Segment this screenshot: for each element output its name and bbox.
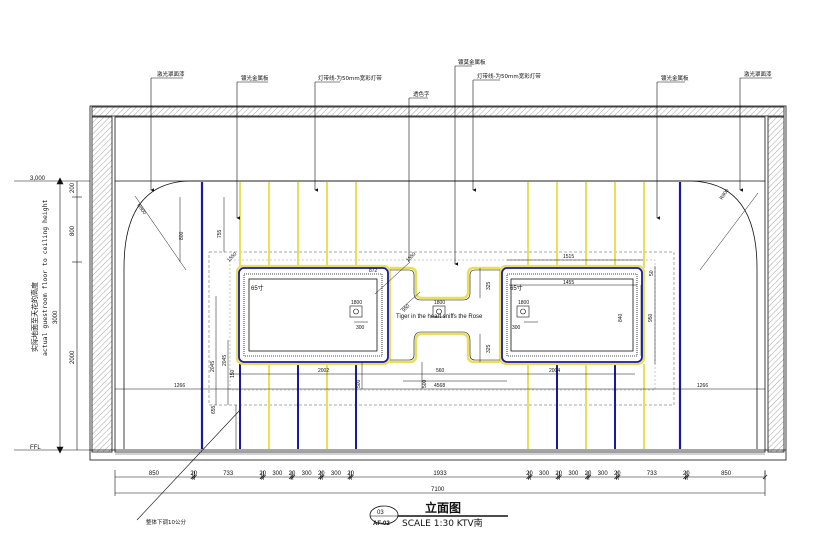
dim-r800-right: R800 bbox=[719, 188, 731, 201]
dim-1550-center: 1550 bbox=[405, 251, 417, 263]
bottom-dim-label: 20 bbox=[259, 471, 266, 477]
bottom-dim-label: 20 bbox=[318, 471, 325, 477]
bottom-dim-label: 733 bbox=[223, 471, 234, 477]
bottom-dim-label: 20 bbox=[190, 471, 197, 477]
tv-size-right: 65寸 bbox=[510, 284, 523, 292]
dim-300-right: 300 bbox=[512, 325, 521, 331]
dim-655: 655 bbox=[211, 405, 217, 414]
left-dimension-chain bbox=[14, 177, 90, 454]
callout-metal-panel-right: 镀光金属板 bbox=[661, 74, 689, 82]
dim-2004: 2004 bbox=[549, 368, 560, 374]
dim-1455: 1455 bbox=[563, 280, 574, 286]
wall-frame bbox=[89, 105, 787, 461]
bottom-dim-label: 1933 bbox=[433, 471, 447, 477]
dim-2002: 2002 bbox=[318, 368, 329, 374]
side-label-chinese: 实际地面至天花的高度 bbox=[30, 282, 39, 352]
side-label-english: actual guestroom floor to ceiling height bbox=[41, 199, 49, 356]
title-sheet: AF-02 bbox=[373, 521, 390, 527]
tv-left bbox=[235, 264, 392, 366]
inner-dim-lines bbox=[115, 192, 765, 450]
title-main: 立面图 bbox=[425, 500, 461, 515]
dim-r800-left: R800 bbox=[135, 203, 147, 216]
callout-metal-panel-left: 镀光金属板 bbox=[241, 74, 269, 82]
bottom-dim-label: 300 bbox=[331, 471, 342, 477]
level-floor: FFL bbox=[30, 445, 41, 451]
dim-50-right: 50 bbox=[649, 270, 655, 276]
bottom-dim-label: 300 bbox=[539, 471, 550, 477]
device-boxes bbox=[349, 305, 530, 318]
vertical-strips-top bbox=[200, 182, 682, 449]
dim-800-inner: 800 bbox=[179, 231, 185, 240]
dim-4568: 4568 bbox=[434, 383, 445, 389]
dim-500-b: 500 bbox=[422, 379, 428, 388]
callout-laser-mirror-left: 激光罩面漆 bbox=[157, 70, 185, 78]
slogan-text: Tiger in the heart sniffs the Rose bbox=[396, 314, 483, 320]
tv-right bbox=[498, 264, 646, 366]
callout-laser-mirror-right: 激光罩面漆 bbox=[744, 70, 772, 78]
bottom-dim-chain bbox=[114, 470, 766, 496]
dim-755: 755 bbox=[217, 229, 223, 238]
dim-950-right: 950 bbox=[648, 313, 654, 322]
left-dim-2000: 2000 bbox=[70, 350, 76, 364]
bottom-dim-label: 300 bbox=[568, 471, 579, 477]
bottom-dim-label: 733 bbox=[647, 471, 658, 477]
box-1800-left: 1800 bbox=[351, 300, 362, 306]
bottom-dim-label: 20 bbox=[683, 471, 690, 477]
bottom-dim-label: 300 bbox=[302, 471, 313, 477]
bottom-dim-label: 300 bbox=[598, 471, 609, 477]
box-1800-center: 1800 bbox=[434, 300, 445, 306]
dim-325-bottom: 325 bbox=[486, 344, 492, 353]
note-overall-drop: 整体下调10公分 bbox=[146, 518, 186, 526]
dim-150-left: 150 bbox=[230, 369, 236, 378]
title-block: 03 AF-02 立面图 SCALE 1:30 KTV南 bbox=[369, 500, 508, 529]
dim-560: 560 bbox=[436, 368, 445, 374]
left-dim-200: 200 bbox=[70, 182, 76, 193]
bottom-dim-ticks: 850 20 733 20 300 20 300 20 300 20 1933 20 300 20 300 2… bbox=[149, 471, 768, 480]
dim-872: 872 bbox=[369, 268, 378, 274]
dim-2045-b: 2045 bbox=[222, 355, 228, 366]
dim-2045-a: 2045 bbox=[210, 361, 216, 372]
bottom-dim-label: 20 bbox=[555, 471, 562, 477]
inner-dashed-panel bbox=[208, 251, 675, 406]
level-ceiling: 3,000 bbox=[30, 176, 46, 182]
bottom-dim-label: 20 bbox=[289, 471, 296, 477]
dim-840: 840 bbox=[618, 313, 624, 322]
tv-size-left: 65寸 bbox=[251, 284, 264, 292]
dim-300-left: 300 bbox=[356, 325, 365, 331]
dim-1266-right: 1266 bbox=[697, 383, 708, 389]
title-number: 03 bbox=[377, 510, 384, 516]
callout-light-strip-left: 灯带线-为50mm宽彩灯带 bbox=[318, 74, 382, 82]
dim-1550-left: 1550 bbox=[226, 251, 238, 263]
callout-metal-panel-center: 镀莫金属板 bbox=[458, 58, 486, 66]
vertical-strips-bottom bbox=[239, 364, 645, 449]
callout-leaders bbox=[150, 65, 772, 266]
bottom-dim-label: 20 bbox=[526, 471, 533, 477]
arch-outline bbox=[123, 180, 758, 449]
bottom-dim-label: 300 bbox=[272, 471, 283, 477]
bottom-dim-label: 850 bbox=[149, 471, 160, 477]
title-scale: SCALE 1:30 KTV南 bbox=[402, 517, 483, 529]
left-dim-3000: 3000 bbox=[53, 310, 59, 324]
central-connector-strip bbox=[390, 266, 500, 364]
bottom-dim-label: 20 bbox=[614, 471, 621, 477]
dim-950-a: 950 bbox=[401, 303, 411, 313]
dim-325-top: 325 bbox=[486, 281, 492, 290]
callout-light-strip-right: 灯带线-为50mm宽彩灯带 bbox=[477, 72, 541, 80]
bottom-dim-label: 20 bbox=[585, 471, 592, 477]
bottom-dim-label: 20 bbox=[347, 471, 354, 477]
callout-transparent-word: 透色字 bbox=[413, 90, 430, 98]
dim-1515: 1515 bbox=[563, 254, 574, 260]
total-width: 7100 bbox=[431, 487, 445, 493]
dim-500-a: 500 bbox=[356, 379, 362, 388]
bottom-dim-label: 850 bbox=[721, 471, 732, 477]
box-1800-right: 1800 bbox=[518, 300, 529, 306]
left-dim-800: 800 bbox=[70, 225, 76, 236]
dim-1266-left: 1266 bbox=[174, 383, 185, 389]
